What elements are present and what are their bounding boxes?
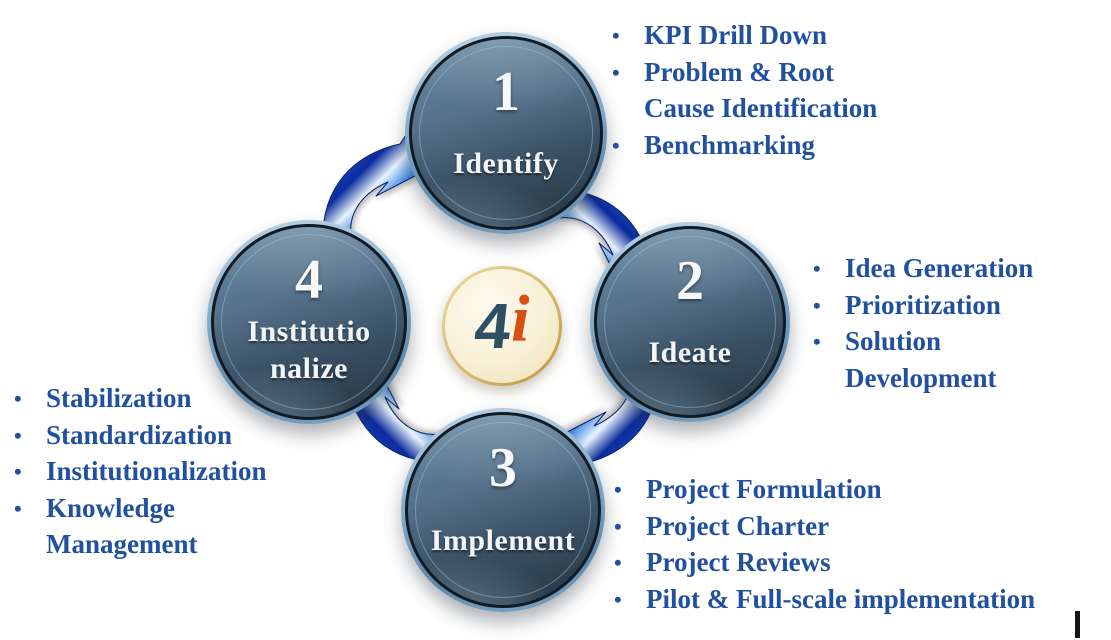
bullet-text: KPI Drill Down xyxy=(644,20,828,50)
bullet-dot-icon: • xyxy=(612,132,620,158)
bullet-item: • Knowledge xyxy=(14,493,267,530)
bullet-text: Management xyxy=(46,529,198,559)
bullet-text: Institutionalization xyxy=(46,456,267,486)
bullet-dot-icon: • xyxy=(14,495,22,521)
sphere-ring: 3 Implement xyxy=(405,412,601,608)
bullet-dot-icon: • xyxy=(813,292,821,318)
bullet-dot-icon: • xyxy=(614,477,622,502)
bullet-text: Pilot & Full-scale implementation xyxy=(646,583,1036,614)
sphere-body: 3 Implement xyxy=(408,415,598,605)
bullet-text: Prioritization xyxy=(845,289,1001,320)
bullet-item: • Project Formulation xyxy=(614,474,1035,511)
bullet-item: • Idea Generation xyxy=(813,253,1033,290)
bullet-dot-icon: • xyxy=(614,586,622,612)
phase-node-institutionalize: 4 Institutio nalize xyxy=(207,220,411,424)
bullet-item: • Problem & Root xyxy=(612,57,877,94)
phase-label: Institutio nalize xyxy=(214,314,404,387)
logo-face: 4 i xyxy=(445,269,559,383)
bullet-text: Idea Generation xyxy=(845,253,1034,283)
bullet-dot-icon: • xyxy=(614,513,622,539)
sphere-body: 4 Institutio nalize xyxy=(214,227,404,417)
phase-label: Identify xyxy=(453,147,559,181)
phase-number: 4 xyxy=(295,248,323,311)
bullet-text: Knowledge xyxy=(46,492,176,523)
bullet-text: Stabilization xyxy=(46,383,192,413)
phase-number: 2 xyxy=(676,250,704,313)
bullet-text: Cause Identification xyxy=(644,93,878,123)
bullet-item: • Solution xyxy=(813,326,1033,363)
sphere-ring: 4 Institutio nalize xyxy=(211,224,407,420)
sphere-ring: 2 Ideate xyxy=(594,226,786,418)
phase-node-ideate: 2 Ideate xyxy=(590,222,790,422)
bullet-text: Problem & Root xyxy=(644,56,834,87)
bullet-item: • Pilot & Full-scale implementation xyxy=(614,584,1035,621)
bullet-dot-icon: • xyxy=(14,386,22,411)
bullet-dot-icon: • xyxy=(614,550,622,575)
text-cursor xyxy=(1075,611,1080,638)
bullet-text: Project Formulation xyxy=(646,474,882,504)
bullet-item: • Institutionalization xyxy=(14,456,267,493)
phase-label-line2: nalize xyxy=(270,351,348,385)
bullet-dot-icon: • xyxy=(813,256,821,281)
phase-label: Implement xyxy=(430,524,576,558)
bullet-dot-icon: • xyxy=(14,422,22,448)
bullet-dot-icon: • xyxy=(14,459,22,484)
center-4i-logo: 4 i xyxy=(442,266,562,386)
phase-node-implement: 3 Implement xyxy=(401,408,605,612)
list-institutionalize: • Stabilization • Standardization • Instituti… xyxy=(14,383,267,566)
bullet-dot-icon: • xyxy=(612,23,620,48)
bullet-item: • Stabilization xyxy=(14,383,267,420)
bullet-text: Development xyxy=(845,362,997,393)
bullet-text: Benchmarking xyxy=(644,129,816,160)
bullet-text: Project Reviews xyxy=(646,547,831,577)
list-ideate: • Idea Generation • Prioritization • Solution… xyxy=(813,253,1033,399)
logo-numeral-4: 4 xyxy=(470,290,514,362)
bullet-text: Project Charter xyxy=(646,510,830,541)
bullet-item: • KPI Drill Down xyxy=(612,20,877,57)
bullet-item: • Prioritization xyxy=(813,290,1033,327)
sphere-body: 1 Identify xyxy=(412,39,600,227)
bullet-item: •Development xyxy=(813,363,1033,400)
bullet-item: • Standardization xyxy=(14,420,267,457)
bullet-text: Solution xyxy=(845,326,942,356)
phase-number: 1 xyxy=(492,60,520,123)
bullet-item: •Cause Identification xyxy=(612,93,877,130)
bullet-dot-icon: • xyxy=(813,329,821,354)
phase-label: Ideate xyxy=(648,336,732,370)
phase-label-line1: Institutio xyxy=(247,315,371,349)
bullet-text: Standardization xyxy=(46,419,233,450)
bullet-item: • Project Reviews xyxy=(614,547,1035,584)
sphere-body: 2 Ideate xyxy=(597,229,783,415)
bullet-item: • Benchmarking xyxy=(612,130,877,167)
bullet-item: • Project Charter xyxy=(614,511,1035,548)
sphere-ring: 1 Identify xyxy=(409,36,603,230)
list-identify: •KPI Drill Down•Problem & Root•Cause Ide… xyxy=(612,20,877,166)
phase-number: 3 xyxy=(489,436,517,499)
list-implement: • Project Formulation • Project Charter • Pro… xyxy=(614,474,1035,620)
bullet-item: •Management xyxy=(14,529,267,566)
bullet-dot-icon: • xyxy=(612,59,620,85)
logo-letter-i: i xyxy=(511,282,530,355)
phase-node-identify: 1 Identify xyxy=(405,32,607,234)
